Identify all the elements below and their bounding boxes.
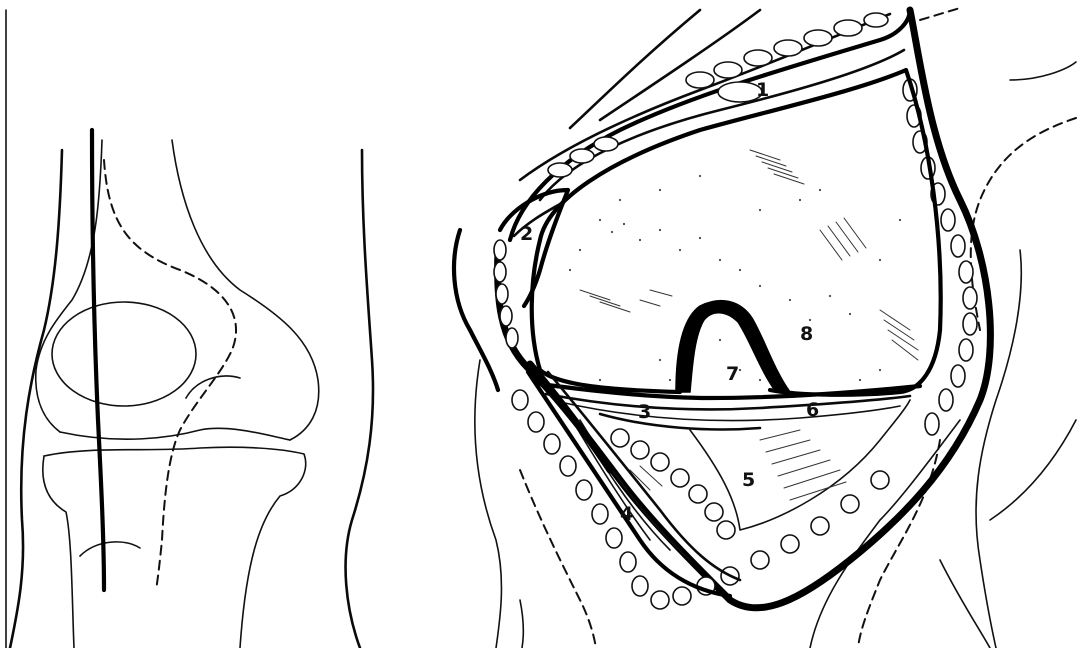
knee-anterior-view	[6, 10, 373, 648]
label-5: 5	[742, 469, 755, 491]
label-2: 2	[520, 223, 533, 245]
label-3: 3	[638, 401, 651, 423]
tibial-plateau	[44, 447, 306, 648]
label-7: 7	[726, 363, 739, 385]
label-1: 1	[756, 79, 769, 101]
label-4: 4	[620, 503, 633, 525]
stippling	[569, 175, 901, 381]
dashed-incision	[104, 160, 236, 590]
label-8: 8	[800, 323, 813, 345]
dashed-outline-right	[920, 8, 960, 20]
surgical-exposure-view: 1 2 3 4 5 6 7 8	[454, 8, 1076, 648]
label-6: 6	[806, 399, 819, 421]
patella	[52, 302, 196, 406]
thigh-outline-left	[10, 150, 62, 648]
skin-outline-upper	[570, 10, 700, 128]
femur-shaft-right	[172, 140, 319, 440]
thigh-outline-right	[346, 150, 373, 648]
